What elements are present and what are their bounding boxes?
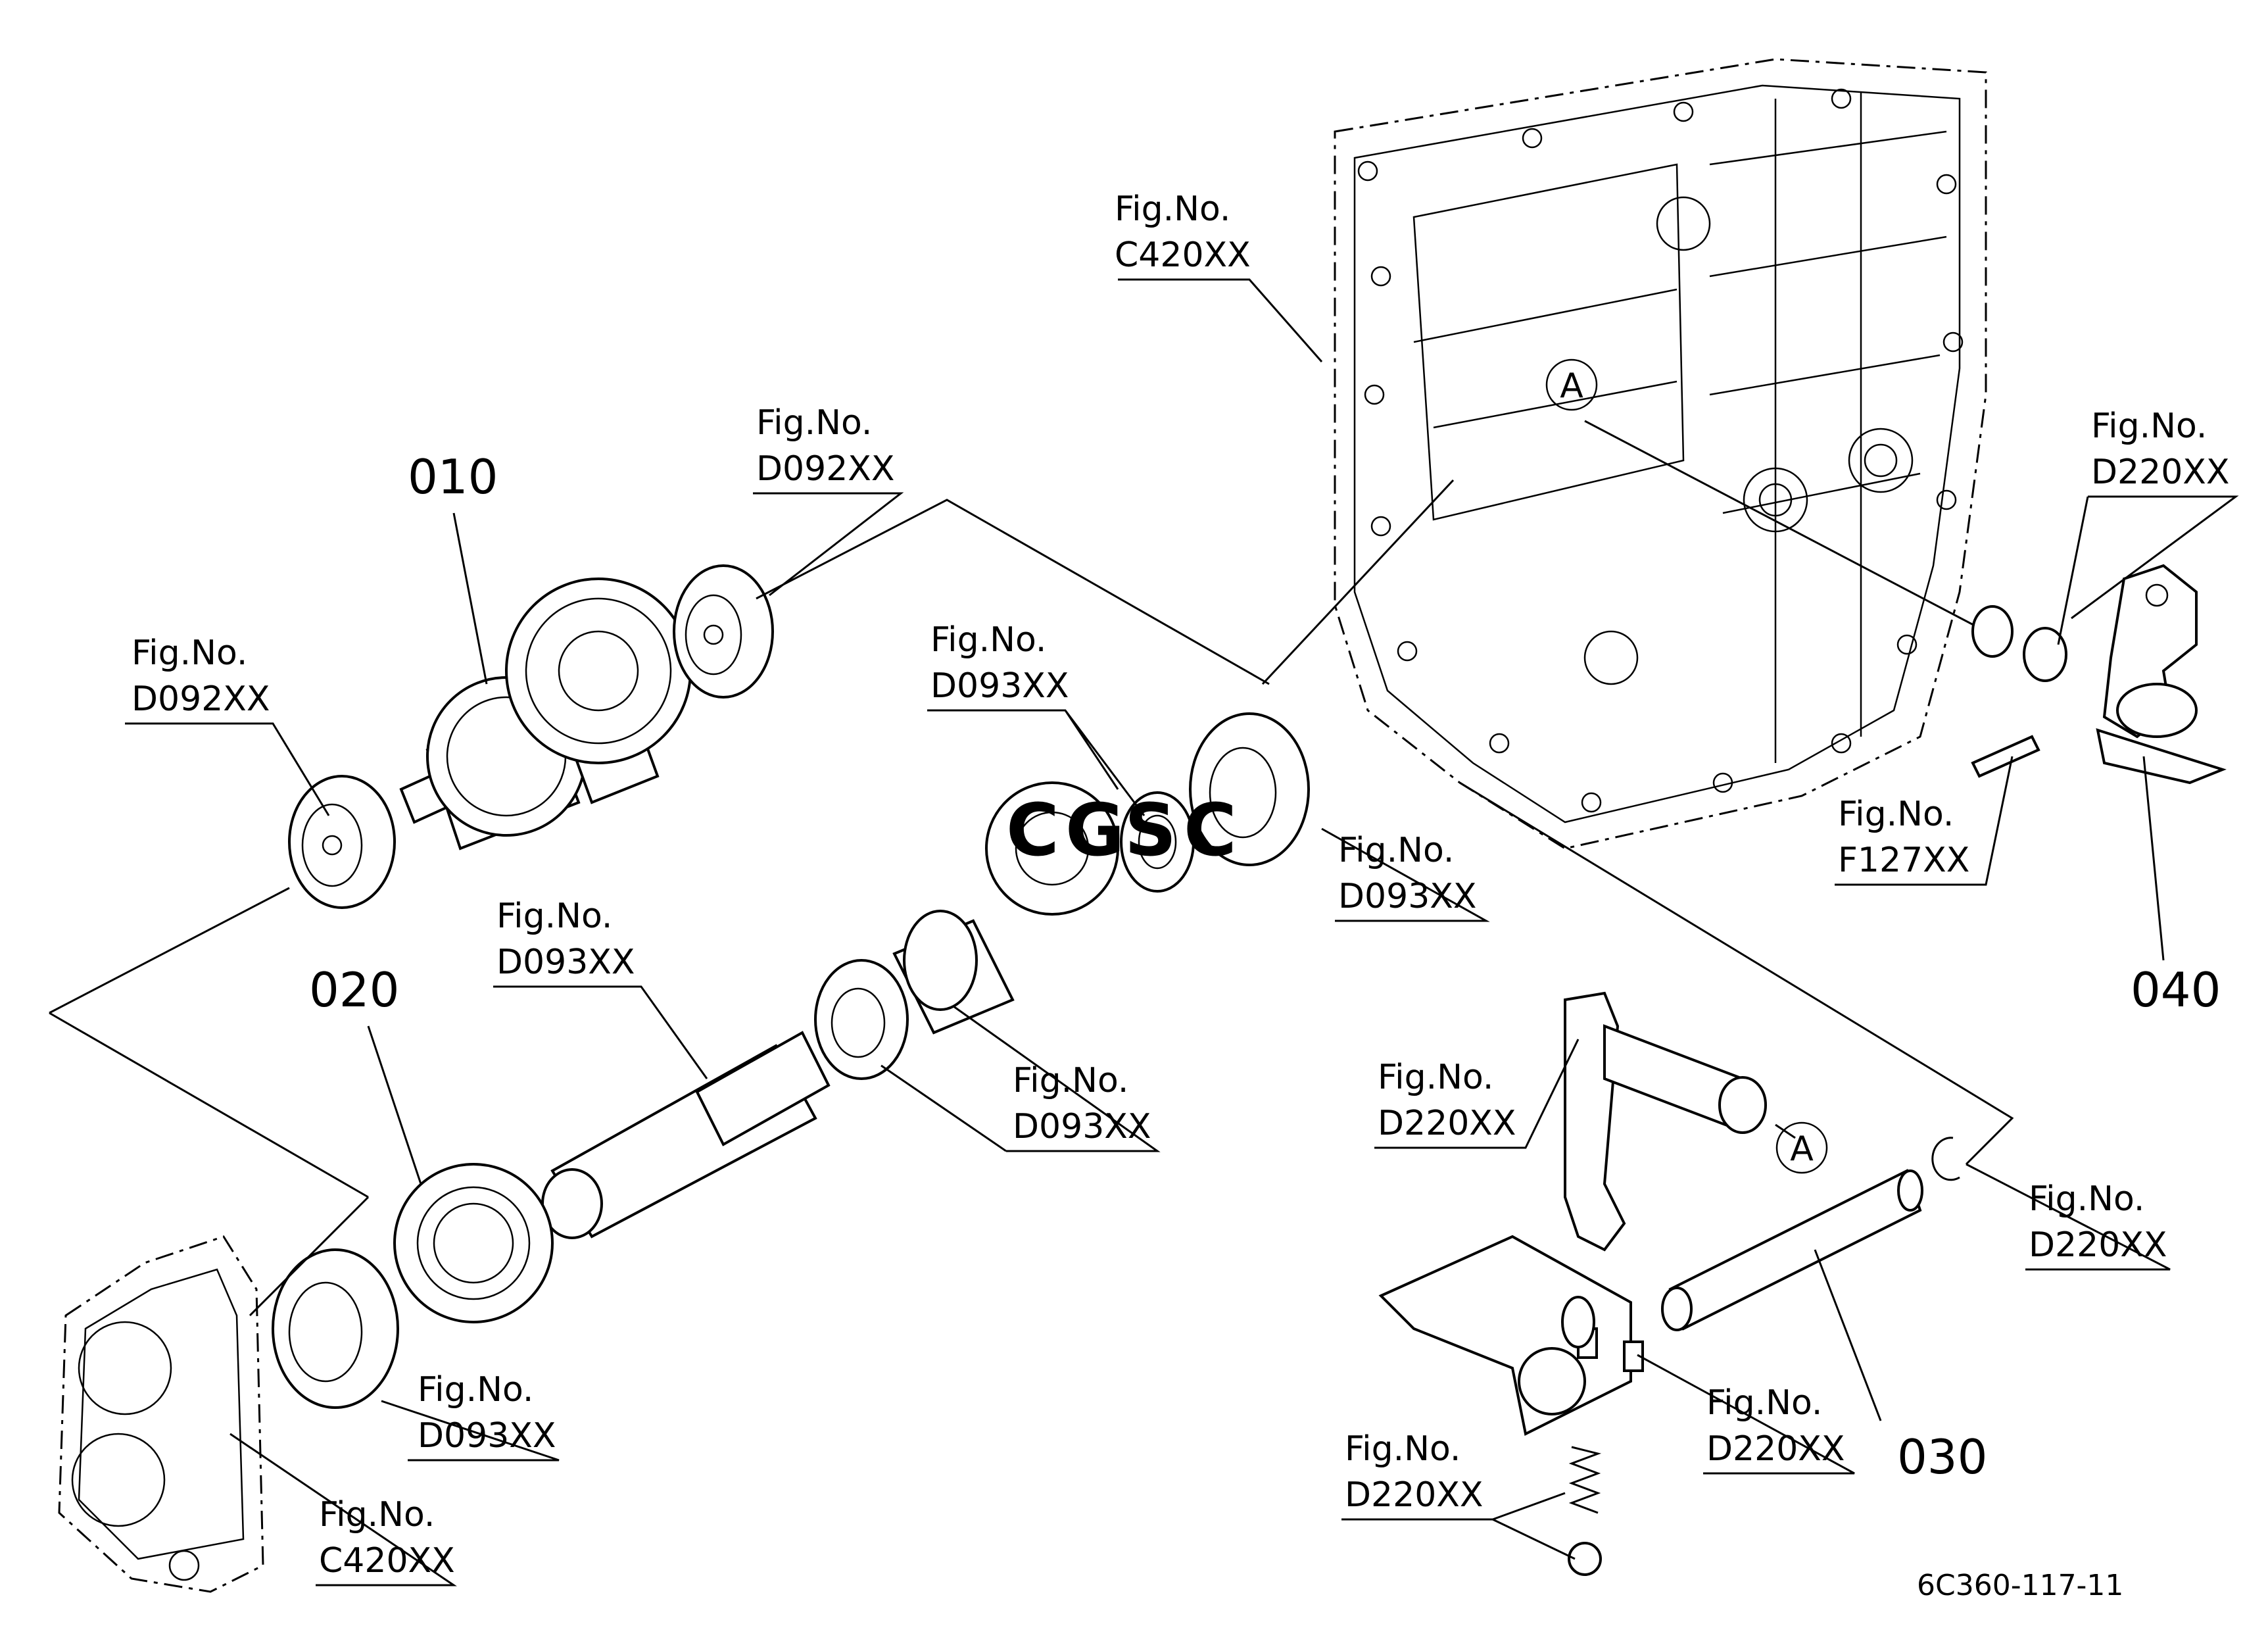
callout-d220-fork: Fig.No. D220XX [1706, 1383, 1845, 1469]
bearing-lower [272, 1248, 399, 1409]
callout-d220-spring: Fig.No. D220XX [1345, 1429, 1484, 1515]
gear-shaft-010 [399, 578, 692, 850]
part-number-010: 010 [408, 449, 498, 504]
snap-ring [1931, 1137, 1960, 1181]
shift-fork [1378, 1235, 1644, 1436]
callout-code: D093XX [1338, 877, 1477, 916]
callout-c420-top: Fig.No. C420XX [1115, 189, 1251, 275]
callout-code: F127XX [1838, 841, 1969, 880]
callout-prefix: Fig.No. [930, 620, 1046, 660]
callout-d220-arm: Fig.No. D220XX [1378, 1058, 1516, 1143]
drawing-code: 6C360-117-11 [1917, 1569, 2123, 1602]
watermark-letter: G [1065, 788, 1124, 872]
watermark: C G S C [1006, 788, 1237, 872]
callout-prefix: Fig.No. [756, 403, 872, 443]
callout-prefix: Fig.No. [1013, 1061, 1128, 1100]
callout-code: D220XX [1378, 1104, 1516, 1143]
detail-ref-top: A [1560, 366, 1583, 406]
detail-marker-bottom [1775, 1121, 1828, 1174]
callout-code: D220XX [2029, 1225, 2167, 1265]
callout-prefix: Fig.No. [1706, 1383, 1822, 1423]
callout-code: D220XX [1345, 1475, 1484, 1515]
callout-prefix: Fig.No. [1115, 189, 1230, 229]
callout-code: D093XX [418, 1416, 556, 1456]
callout-code: D093XX [1013, 1107, 1151, 1146]
callout-prefix: Fig.No. [418, 1370, 533, 1410]
shift-lever-arm [1564, 991, 1767, 1252]
needle-bearing [892, 910, 1015, 1035]
callout-prefix: Fig.No. [1338, 831, 1454, 870]
watermark-letter: C [1006, 788, 1059, 872]
callout-prefix: Fig.No. [2091, 406, 2207, 446]
callout-d093-right: Fig.No. D093XX [1338, 831, 1477, 916]
mid-collar [814, 959, 909, 1080]
gear-020 [393, 1163, 554, 1323]
callout-code: D092XX [132, 679, 270, 719]
callout-code: D093XX [496, 943, 635, 982]
callout-prefix: Fig.No. [1345, 1429, 1460, 1469]
bearing-upper-right [673, 564, 774, 699]
callout-d220-top-right: Fig.No. D220XX [2091, 406, 2230, 492]
shift-arm-040 [1971, 564, 2227, 785]
callout-d220-right: Fig.No. D220XX [2029, 1179, 2167, 1265]
callout-prefix: Fig.No. [1838, 795, 1954, 834]
bearing-upper-left [288, 775, 396, 909]
part-number-030: 030 [1897, 1429, 1987, 1485]
callout-code: C420XX [1115, 235, 1251, 275]
detail-marker-top [1545, 358, 1598, 411]
callout-prefix: Fig.No. [496, 897, 612, 936]
mid-gear [985, 781, 1119, 916]
mid-bearing-right [1189, 712, 1310, 866]
callout-prefix: Fig.No. [319, 1495, 435, 1535]
shift-rod-030 [1661, 1169, 1923, 1331]
callout-prefix: Fig.No. [132, 633, 247, 673]
leader-lines [49, 278, 2239, 1586]
callout-c420-bottom: Fig.No. C420XX [319, 1495, 455, 1581]
callout-code: D093XX [930, 666, 1069, 706]
callout-f127: Fig.No. F127XX [1838, 795, 1969, 880]
watermark-letter: S [1124, 788, 1176, 872]
callout-code: C420XX [319, 1541, 455, 1581]
callout-d093-upper: Fig.No. D093XX [930, 620, 1069, 706]
callout-d093-lower: Fig.No. D093XX [1013, 1061, 1151, 1146]
part-number-020: 020 [309, 962, 399, 1018]
callout-code: D220XX [2091, 453, 2230, 492]
callout-d093-mid: Fig.No. D093XX [496, 897, 635, 982]
front-cover [58, 1235, 264, 1593]
callout-d092-top: Fig.No. D092XX [756, 403, 895, 489]
callout-code: D220XX [1706, 1429, 1845, 1469]
part-number-040: 040 [2131, 962, 2221, 1018]
transmission-case [1334, 58, 1987, 850]
callout-code: D092XX [756, 449, 895, 489]
mid-shaft [541, 1031, 831, 1239]
detent-spring [1568, 1446, 1602, 1576]
watermark-letter: C [1184, 788, 1237, 872]
callout-prefix: Fig.No. [1378, 1058, 1493, 1097]
detail-ref-bottom: A [1790, 1129, 1814, 1169]
callout-d092-left: Fig.No. D092XX [132, 633, 270, 719]
mid-washer [1120, 791, 1195, 893]
callout-d093-bottom: Fig.No. D093XX [418, 1370, 556, 1456]
callout-prefix: Fig.No. [2029, 1179, 2144, 1219]
